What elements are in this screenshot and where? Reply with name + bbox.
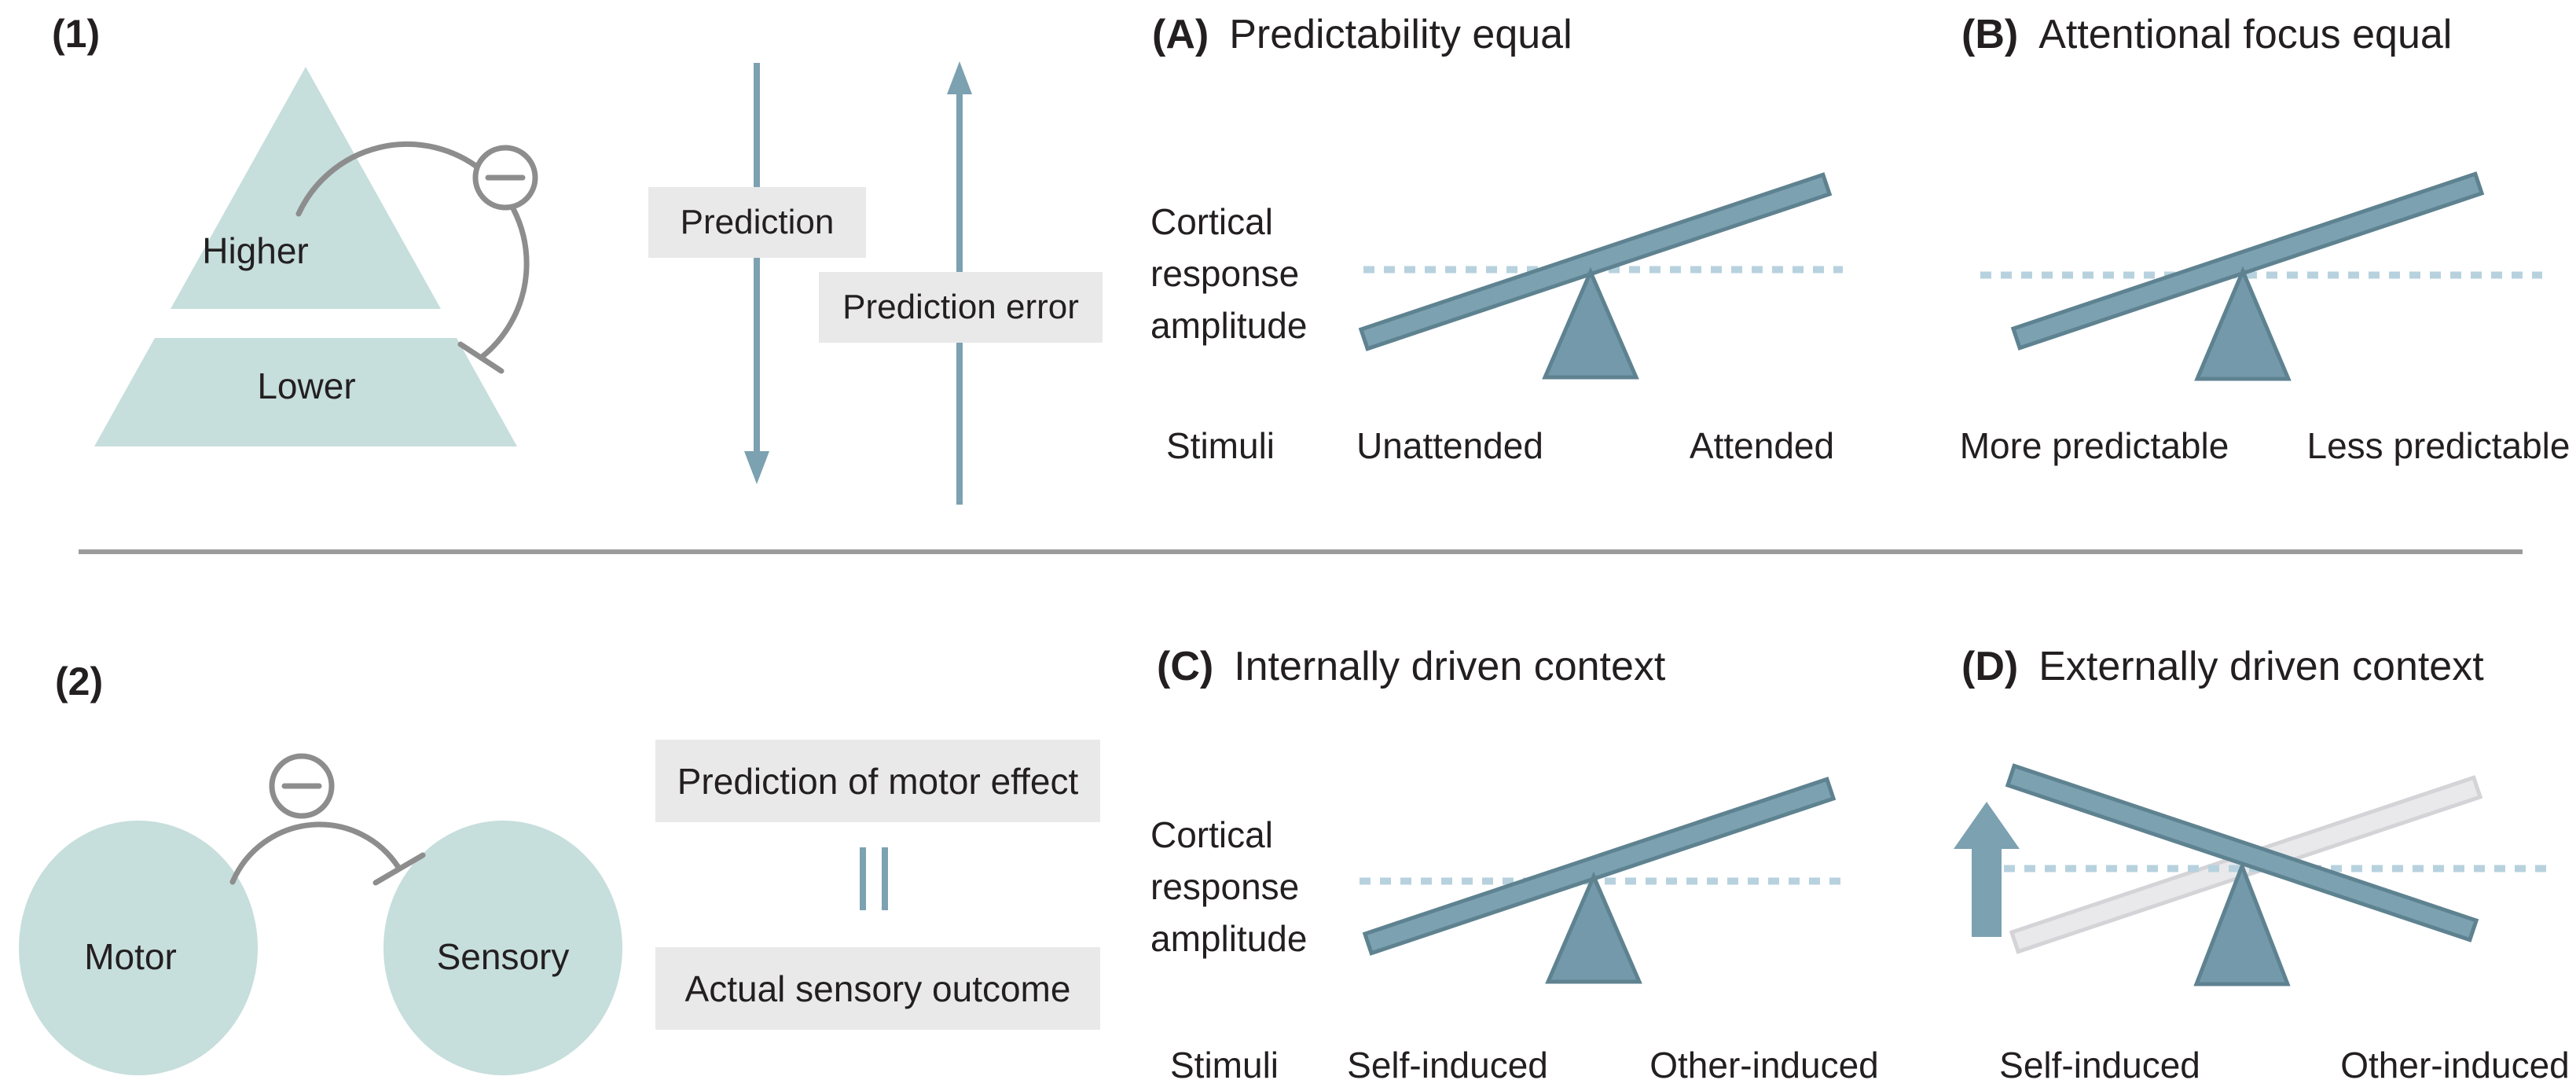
axis-label-c: Cortical response amplitude xyxy=(1150,814,1308,959)
axis-label-a: Cortical response amplitude xyxy=(1150,201,1308,346)
motor-circle xyxy=(19,821,258,1075)
prediction-error-label-box: Prediction error xyxy=(819,272,1103,343)
actual-sensory-outcome-box: Actual sensory outcome xyxy=(655,947,1100,1030)
stimuli-label-a: Stimuli xyxy=(1165,425,1275,466)
panel-d-title: (D) Externally driven context xyxy=(1961,643,2484,690)
seesaw-beam-c xyxy=(1362,777,1837,956)
attended-label: Attended xyxy=(1689,425,1835,466)
motor-label: Motor xyxy=(84,936,177,977)
panel-c-title-text: Internally driven context xyxy=(1234,644,1666,689)
seesaw-beam-d xyxy=(2005,763,2479,942)
self-induced-label-d: Self-induced xyxy=(1999,1045,2200,1085)
sensory-label: Sensory xyxy=(436,936,570,977)
stimuli-label-c: Stimuli xyxy=(1169,1045,1279,1085)
higher-level-label: Higher xyxy=(202,230,309,271)
panel-b-title: (B) Attentional focus equal xyxy=(1961,11,2452,58)
panel-a-title: (A) Predictability equal xyxy=(1152,11,1572,58)
more-predictable-label: More predictable xyxy=(1959,425,2229,466)
seesaw-beam-b xyxy=(2010,171,2485,351)
panel-c-tag: (C) xyxy=(1157,644,1214,689)
panel-b-title-text: Attentional focus equal xyxy=(2038,12,2453,57)
seesaw-fulcrum-d xyxy=(2193,861,2291,986)
panel-d-title-text: Externally driven context xyxy=(2038,644,2484,689)
seesaw-fulcrum-c xyxy=(1545,871,1642,984)
unattended-label: Unattended xyxy=(1356,425,1543,466)
other-induced-label-d: Other-induced xyxy=(2340,1045,2570,1085)
panel-c-title: (C) Internally driven context xyxy=(1157,643,1665,690)
motor-to-sensory-inhibitory-arc xyxy=(229,821,402,885)
self-induced-label-c: Self-induced xyxy=(1347,1045,1548,1085)
panel-a-title-text: Predictability equal xyxy=(1229,12,1572,57)
prediction-label-box: Prediction xyxy=(648,187,866,258)
pyramid-lower-level xyxy=(94,338,517,446)
seesaw-fulcrum-a xyxy=(1542,266,1639,380)
lower-level-label: Lower xyxy=(257,366,356,406)
panel-a-tag: (A) xyxy=(1152,12,1209,57)
sensory-circle xyxy=(383,821,622,1075)
section-2-label: (2) xyxy=(55,659,104,703)
seesaw-beam-a xyxy=(1358,172,1833,351)
less-predictable-label: Less predictable xyxy=(2306,425,2570,466)
increase-up-arrow xyxy=(1954,802,2020,937)
inhibitory-terminal-icon xyxy=(372,852,426,886)
panel-b-tag: (B) xyxy=(1961,12,2019,57)
other-induced-label-c: Other-induced xyxy=(1649,1045,1879,1085)
seesaw-fulcrum-b xyxy=(2194,266,2292,381)
prediction-of-motor-effect-box: Prediction of motor effect xyxy=(655,740,1100,822)
prediction-error-up-arrow-head xyxy=(947,61,972,94)
section-1-label: (1) xyxy=(52,12,101,56)
pyramid-higher-level xyxy=(171,67,441,309)
prediction-down-arrow-head xyxy=(744,451,769,484)
panel-d-tag: (D) xyxy=(1961,644,2019,689)
inhibitory-terminal-icon xyxy=(457,341,505,374)
